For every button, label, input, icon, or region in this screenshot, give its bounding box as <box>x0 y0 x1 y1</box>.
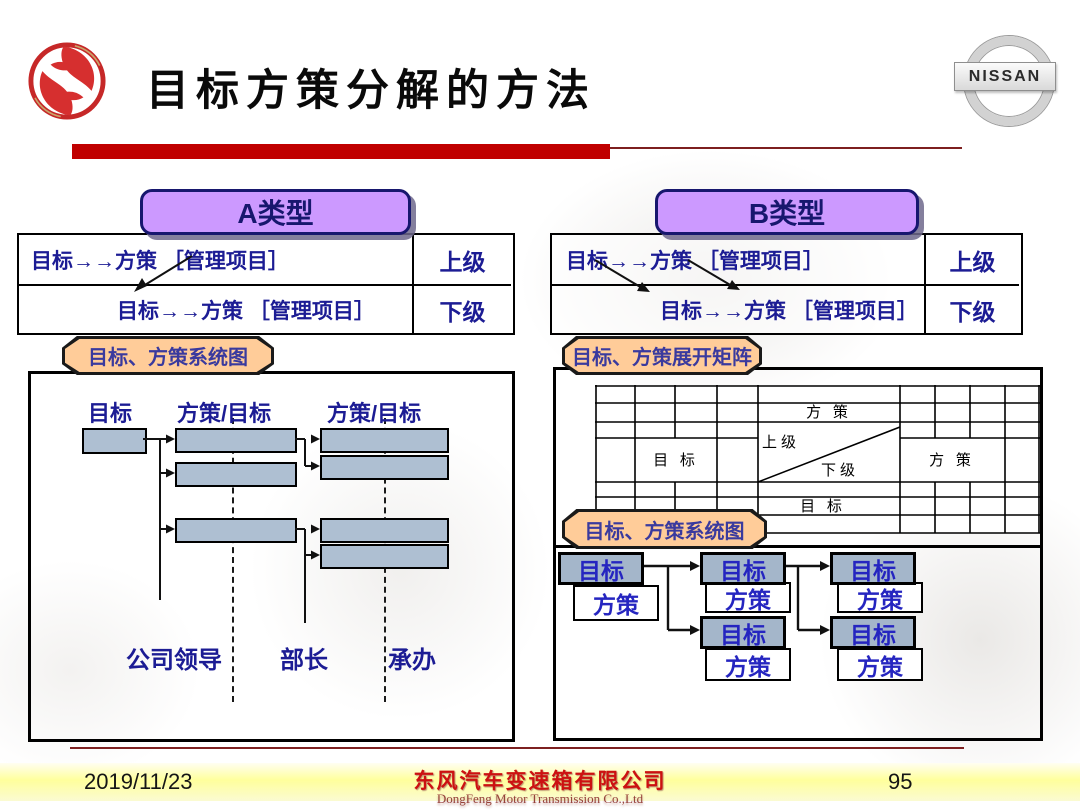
matrix-policy-right: 方 策 <box>929 452 975 469</box>
policy-box <box>320 428 449 453</box>
slide-title: 目标方策分解的方法 <box>146 68 596 115</box>
a-role-company: 公司领导 <box>126 647 222 674</box>
footer-page-number: 95 <box>888 769 913 794</box>
nissan-logo: NISSAN <box>954 32 1056 126</box>
matrix-lower: 下级 <box>821 462 859 479</box>
policy-box <box>320 544 449 569</box>
b-matrix-table: 方 策 目 标 上级 下级 方 策 目 标 <box>595 385 1040 534</box>
b-system-tag: 目标、方策系统图 <box>562 509 767 549</box>
panel-b-header: B类型 <box>655 189 919 235</box>
a-tree-connectors <box>143 434 320 623</box>
matrix-goal-left: 目 标 <box>653 452 699 469</box>
title-underline-thin <box>610 147 962 149</box>
policy-box <box>175 518 297 543</box>
a-system-tag-label: 目标、方策系统图 <box>65 339 271 372</box>
tree-goal-box: 目标 <box>700 616 786 649</box>
b-table-arrows <box>594 259 740 292</box>
policy-box <box>320 518 449 543</box>
dongfeng-logo-icon <box>28 42 106 120</box>
b-row2-level: 下级 <box>924 284 1019 333</box>
a-role-minister: 部长 <box>280 647 328 674</box>
footer-band <box>0 763 1080 801</box>
panel-a-header: A类型 <box>140 189 411 235</box>
b-system-tag-label: 目标、方策系统图 <box>565 512 764 546</box>
panel-b-table: 目标→→方策 ［管理项目］ 上级 目标→→方策 ［管理项目］ 下级 <box>550 233 1023 335</box>
b-row1-level: 上级 <box>924 235 1019 284</box>
goal-box <box>82 428 147 454</box>
b-row1-text: 目标→→方策 ［管理项目］ <box>566 249 824 273</box>
b-section-divider <box>553 545 1040 548</box>
policy-box <box>175 428 297 453</box>
panel-a-frame <box>28 371 515 742</box>
a-col-label-goal: 目标 <box>88 401 133 426</box>
a-row1-text: 目标→→方策 ［管理项目］ <box>31 249 289 273</box>
a-row2-level: 下级 <box>412 284 511 333</box>
tree-goal-box: 目标 <box>700 552 786 585</box>
tree-policy-box: 方策 <box>837 648 923 681</box>
b-tree-connectors <box>639 561 830 635</box>
panel-a-table: 目标→→方策 ［管理项目］ 上级 目标→→方策 ［管理项目］ 下级 <box>17 233 515 335</box>
tree-goal-box: 目标 <box>830 552 916 585</box>
matrix-policy-top: 方 策 <box>806 404 852 421</box>
a-row1-level: 上级 <box>412 235 511 284</box>
tree-policy-box: 方策 <box>705 648 791 681</box>
nissan-logo-text: NISSAN <box>954 62 1056 91</box>
a-system-tag: 目标、方策系统图 <box>62 336 274 375</box>
tree-goal-box: 目标 <box>558 552 644 585</box>
b-matrix-tag: 目标、方策展开矩阵 <box>562 336 762 375</box>
footer-company-en: DongFeng Motor Transmission Co.,Ltd <box>436 791 644 806</box>
lane-divider-dashed <box>232 418 234 702</box>
policy-box <box>320 455 449 480</box>
a-col-label-policy1: 方策/目标 <box>177 401 272 426</box>
tree-goal-box: 目标 <box>830 616 916 649</box>
title-underline-bar <box>72 144 610 159</box>
b-row2-text: 目标→→方策 ［管理项目］ <box>552 284 924 333</box>
matrix-upper: 上级 <box>762 434 800 451</box>
matrix-goal-bottom: 目 标 <box>800 498 846 515</box>
policy-box <box>175 462 297 487</box>
b-matrix-tag-label: 目标、方策展开矩阵 <box>565 339 759 372</box>
panel-b-frame <box>553 367 1043 741</box>
a-col-label-policy2: 方策/目标 <box>327 401 422 426</box>
footer-divider-line <box>70 747 964 749</box>
footer-date: 2019/11/23 <box>84 769 193 794</box>
a-row2-text: 目标→→方策 ［管理项目］ <box>19 284 412 333</box>
a-table-arrow <box>134 255 193 292</box>
tree-policy-box: 方策 <box>573 585 659 621</box>
tree-policy-box: 方策 <box>837 582 923 613</box>
footer-company-cn: 东风汽车变速箱有限公司 <box>413 769 667 793</box>
a-role-undertaker: 承办 <box>388 647 436 674</box>
